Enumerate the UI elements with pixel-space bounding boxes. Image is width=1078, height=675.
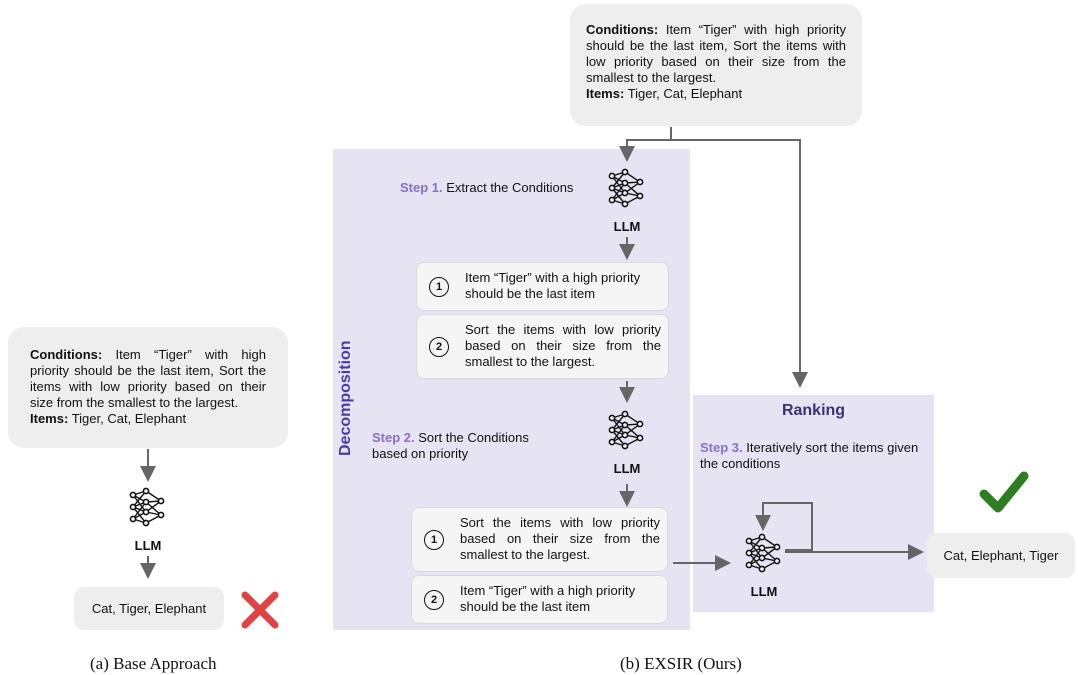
caption-base: (a) Base Approach <box>90 654 217 673</box>
step3-label: Step 3. <box>700 440 743 455</box>
step2-description: Sort the Conditions based on priority <box>372 430 529 461</box>
number-circle: 2 <box>429 337 449 357</box>
llm-label: LLM <box>750 584 778 599</box>
base-output-box: Cat, Tiger, Elephant <box>74 587 224 630</box>
step3-text: Step 3. Iteratively sort the items given… <box>700 440 920 472</box>
items-text: Tiger, Cat, Elephant <box>627 86 743 101</box>
green-check-icon <box>979 471 1029 513</box>
conditions-label: Conditions: <box>586 22 659 37</box>
sorted-condition-1: 1 Sort the items with low priority based… <box>411 507 668 572</box>
exsir-input-box: Conditions: Item “Tiger” with high prior… <box>570 4 862 126</box>
conditions-label: Conditions: <box>30 347 103 362</box>
conditions-text: Item “Tiger” with high priority should b… <box>30 347 266 410</box>
sorted-condition-2: 2 Item “Tiger” with a high priority shou… <box>411 575 668 624</box>
number-circle: 1 <box>424 530 444 550</box>
extracted-condition-1: 1 Item “Tiger” with a high priority shou… <box>416 262 669 311</box>
caption-exsir: (b) EXSIR (Ours) <box>620 654 742 673</box>
condition-text: Sort the items with low priority based o… <box>465 322 661 369</box>
llm-label: LLM <box>613 219 641 234</box>
llm-label: LLM <box>613 461 641 476</box>
items-label: Items: <box>30 411 69 426</box>
step2-text: Step 2. Sort the Conditions based on pri… <box>372 430 532 462</box>
red-cross-icon <box>241 591 279 629</box>
step2-label: Step 2. <box>372 430 415 445</box>
conditions-text: Item “Tiger” with high priority should b… <box>586 22 846 85</box>
step1-text: Step 1. Extract the Conditions <box>400 180 573 196</box>
exsir-output-box: Cat, Elephant, Tiger <box>927 533 1075 578</box>
extracted-condition-2: 2 Sort the items with low priority based… <box>416 314 669 379</box>
step1-description: Extract the Conditions <box>446 180 574 195</box>
exsir-conditions: Conditions: Item “Tiger” with high prior… <box>586 22 846 86</box>
exsir-output: Cat, Elephant, Tiger <box>943 547 1059 563</box>
number-circle: 2 <box>424 590 444 610</box>
exsir-items: Items: Tiger, Cat, Elephant <box>586 86 846 102</box>
items-label: Items: <box>586 86 625 101</box>
items-text: Tiger, Cat, Elephant <box>71 411 187 426</box>
base-items: Items: Tiger, Cat, Elephant <box>30 411 266 427</box>
base-conditions: Conditions: Item “Tiger” with high prior… <box>30 347 266 411</box>
neural-network-icon <box>608 410 644 450</box>
step3-description: Iteratively sort the items given the con… <box>700 440 919 471</box>
neural-network-icon <box>608 168 644 208</box>
condition-text: Sort the items with low priority based o… <box>460 515 660 562</box>
base-output: Cat, Tiger, Elephant <box>91 600 207 616</box>
ranking-title: Ranking <box>781 402 846 419</box>
condition-text: Item “Tiger” with a high priority should… <box>465 270 641 301</box>
llm-label: LLM <box>134 538 162 553</box>
ranking-panel <box>693 395 934 612</box>
step1-label: Step 1. <box>400 180 443 195</box>
number-circle: 1 <box>429 277 449 297</box>
condition-text: Item “Tiger” with a high priority should… <box>460 583 636 614</box>
neural-network-icon <box>745 533 781 573</box>
base-input-box: Conditions: Item “Tiger” with high prior… <box>8 327 288 448</box>
neural-network-icon <box>129 487 165 527</box>
